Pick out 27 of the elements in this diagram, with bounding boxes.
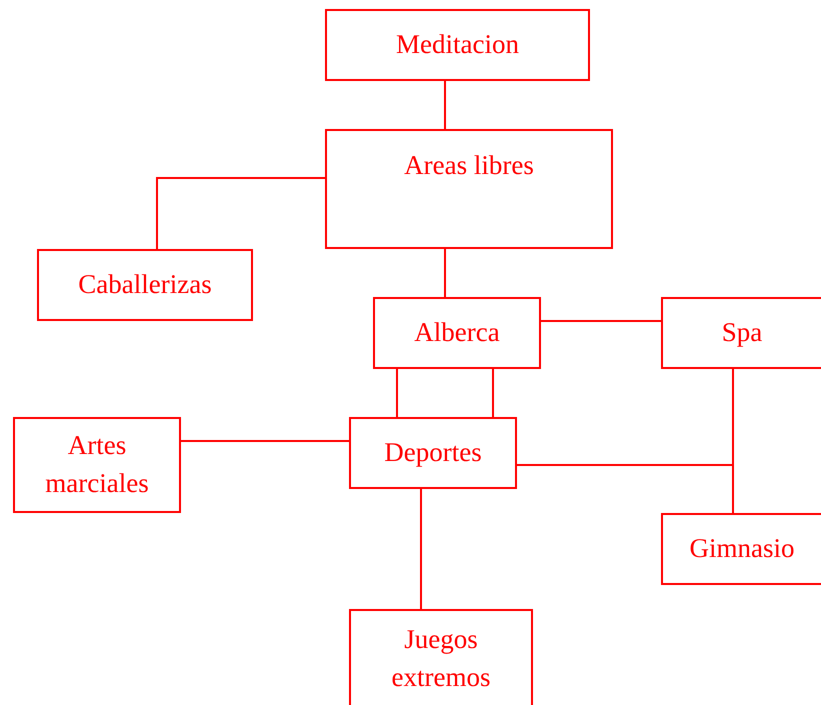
process-box [661,297,821,369]
box-label: Areas libres [404,149,534,182]
process-box [37,249,253,321]
box-label: Caballerizas [78,268,212,302]
box-label: Meditacion [396,28,519,62]
connector-line [181,440,349,442]
process-box [13,417,181,513]
process-box [349,417,517,489]
connector-line [396,369,398,417]
box-label: Artes marciales [44,429,150,500]
connector-line [420,489,422,609]
process-box [373,297,541,369]
connector-line [444,249,446,297]
connector-line [492,369,494,417]
process-box [661,513,821,585]
connector-line [541,320,661,322]
connector-line [444,81,446,129]
process-box [325,9,590,81]
box-label: Juegos extremos [390,623,492,694]
box-label: Spa [722,316,762,350]
box-label: Alberca [414,316,500,350]
connector-line [156,177,325,249]
connector-line [732,369,734,513]
box-label: Gimnasio [690,532,794,566]
process-box [349,609,533,705]
process-box [325,129,613,249]
box-label: Deportes [384,436,482,470]
